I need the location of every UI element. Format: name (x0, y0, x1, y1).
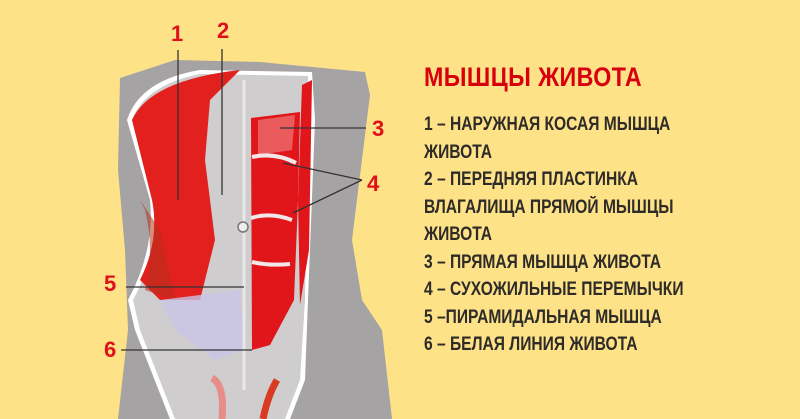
tendinous-intersections (250, 153, 297, 267)
legend-title: МЫШЦЫ ЖИВОТА (424, 62, 643, 92)
label-4: 4 (367, 171, 380, 196)
label-2: 2 (217, 18, 229, 43)
legend-line: 3 – ПРЯМАЯ МЫШЦА ЖИВОТА (424, 251, 662, 273)
legend-line: ЖИВОТА (424, 224, 493, 245)
spermatic-cord-left (209, 374, 226, 419)
label-5: 5 (104, 271, 116, 296)
legend: МЫШЦЫ ЖИВОТА 1 – НАРУЖНАЯ КОСАЯ МЫШЦА ЖИ… (424, 62, 794, 359)
label-3: 3 (372, 116, 384, 141)
legend-line: 4 – СУХОЖИЛЬНЫЕ ПЕРЕМЫЧКИ (424, 279, 684, 300)
legend-line: 2 – ПЕРЕДНЯЯ ПЛАСТИНКА (424, 169, 639, 190)
legend-line: 5 –ПИРАМИДАЛЬНАЯ МЫШЦА (424, 306, 662, 328)
legend-line: ВЛАГАЛИЩА ПРЯМОЙ МЫШЦЫ (424, 196, 674, 218)
legend-line: 1 – НАРУЖНАЯ КОСАЯ МЫШЦА (424, 114, 671, 135)
leader-lines (121, 49, 366, 351)
navel-icon (237, 221, 249, 233)
legend-line: ЖИВОТА (424, 141, 493, 163)
legend-line: 6 – БЕЛАЯ ЛИНИЯ ЖИВОТА (424, 334, 638, 355)
label-6: 6 (104, 337, 116, 362)
lower-abdomen-lilac (160, 290, 244, 360)
label-1: 1 (171, 21, 183, 46)
lateral-muscle-strip (298, 80, 312, 305)
rectus-highlight (258, 115, 295, 155)
rectus-abdominis-muscle (251, 112, 300, 350)
spermatic-cord-right (259, 378, 281, 419)
oblique-muscle-shade (140, 200, 175, 300)
